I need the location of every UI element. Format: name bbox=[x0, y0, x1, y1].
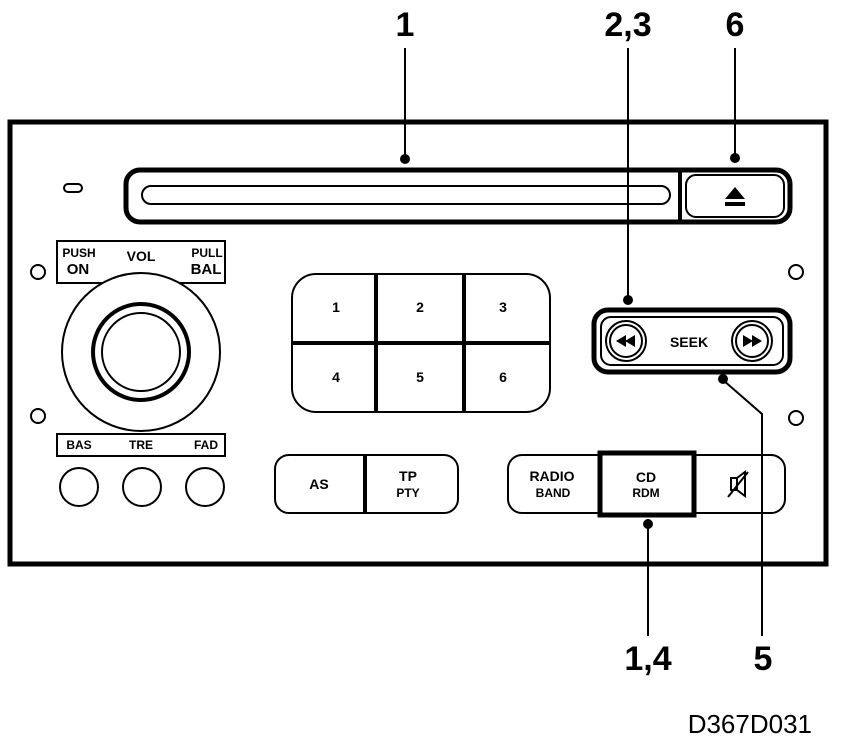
callout-1-4: 1,4 bbox=[624, 640, 671, 678]
as-button[interactable]: AS bbox=[277, 457, 363, 511]
mounting-hole bbox=[788, 410, 804, 426]
leader-dot bbox=[400, 154, 410, 164]
preset-label: 5 bbox=[416, 369, 424, 385]
pull-label: PULL bbox=[191, 246, 222, 260]
preset-button-3[interactable]: 3 bbox=[466, 276, 548, 341]
eject-icon bbox=[725, 187, 745, 206]
mute-speaker-icon bbox=[727, 470, 749, 498]
band-label: BAND bbox=[536, 486, 571, 500]
leader-dot bbox=[623, 295, 633, 305]
as-tp-button-group: AS TP PTY bbox=[274, 454, 459, 514]
as-label: AS bbox=[309, 476, 328, 492]
seek-back-icon bbox=[616, 335, 635, 347]
seek-forward-button[interactable] bbox=[731, 320, 773, 362]
tp-pty-button[interactable]: TP PTY bbox=[367, 457, 456, 511]
preset-label: 6 bbox=[499, 369, 507, 385]
leader-line bbox=[722, 379, 763, 636]
tp-label: TP bbox=[399, 468, 417, 484]
leader-dot bbox=[730, 153, 740, 163]
seek-label: SEEK bbox=[670, 334, 708, 350]
callout-2-3: 2,3 bbox=[604, 6, 651, 44]
bas-label: BAS bbox=[66, 438, 91, 452]
seek-forward-icon bbox=[743, 335, 762, 347]
leader-dot bbox=[718, 374, 728, 384]
callout-5: 5 bbox=[754, 640, 773, 678]
leader-dot bbox=[643, 519, 653, 529]
preset-label: 4 bbox=[332, 369, 340, 385]
leader-lines bbox=[400, 48, 763, 636]
vol-label: VOL bbox=[127, 248, 156, 264]
mounting-hole bbox=[30, 264, 46, 280]
preset-button-4[interactable]: 4 bbox=[294, 345, 374, 410]
volume-knob[interactable] bbox=[61, 272, 221, 432]
preset-label: 1 bbox=[332, 299, 340, 315]
seek-rocker: SEEK bbox=[591, 307, 793, 375]
seek-back-button[interactable] bbox=[605, 320, 647, 362]
fad-label: FAD bbox=[194, 438, 218, 452]
mounting-hole bbox=[788, 264, 804, 280]
eject-button[interactable] bbox=[685, 174, 785, 218]
rdm-label: RDM bbox=[632, 486, 659, 500]
callout-6: 6 bbox=[726, 6, 745, 44]
mounting-holes bbox=[30, 264, 804, 426]
preset-button-5[interactable]: 5 bbox=[378, 345, 462, 410]
bal-label: BAL bbox=[191, 261, 222, 278]
figure-code: D367D031 bbox=[688, 709, 812, 739]
radio-label: RADIO bbox=[529, 468, 574, 484]
treble-knob[interactable] bbox=[122, 467, 162, 507]
cd-slot[interactable] bbox=[141, 185, 671, 205]
cd-rdm-button[interactable]: CD RDM bbox=[597, 450, 697, 518]
source-button-group: RADIO BAND CD RDM bbox=[507, 450, 786, 518]
tone-label-panel: BAS TRE FAD bbox=[56, 433, 226, 457]
preset-label: 3 bbox=[499, 299, 507, 315]
mute-button[interactable] bbox=[696, 457, 783, 511]
bass-knob[interactable] bbox=[59, 467, 99, 507]
on-label: ON bbox=[67, 261, 90, 278]
radio-band-button[interactable]: RADIO BAND bbox=[510, 457, 598, 511]
callout-1: 1 bbox=[396, 6, 415, 44]
preset-buttons: 1 2 3 4 5 6 bbox=[291, 273, 551, 413]
tre-label: TRE bbox=[129, 438, 153, 452]
cd-label: CD bbox=[636, 469, 656, 485]
preset-button-6[interactable]: 6 bbox=[466, 345, 548, 410]
indicator-led bbox=[63, 183, 83, 193]
fader-knob[interactable] bbox=[185, 467, 225, 507]
pty-label: PTY bbox=[396, 486, 419, 500]
mounting-hole bbox=[30, 408, 46, 424]
preset-button-2[interactable]: 2 bbox=[378, 276, 462, 341]
push-label: PUSH bbox=[62, 246, 95, 260]
preset-button-1[interactable]: 1 bbox=[294, 276, 374, 341]
cd-slot-housing bbox=[123, 167, 793, 225]
preset-label: 2 bbox=[416, 299, 424, 315]
